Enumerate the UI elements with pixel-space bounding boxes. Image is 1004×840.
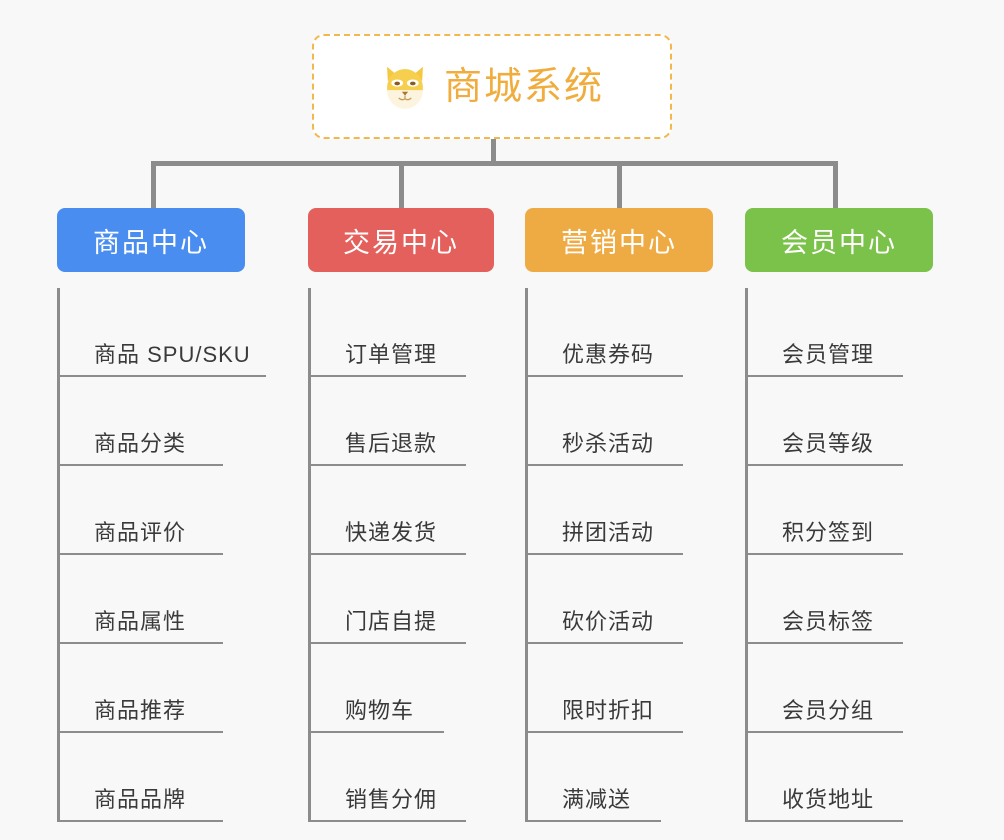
category-label: 营销中心: [561, 227, 677, 258]
leaf-list-member-center: 会员管理 会员等级 积分签到 会员标签 会员分组 收货地址: [745, 288, 965, 822]
leaf-item-label: 积分签到: [782, 520, 875, 545]
leaf-item[interactable]: 商品属性: [60, 555, 223, 644]
category-column-member-center: 会员中心 会员管理 会员等级 积分签到 会员标签 会员分组 收货地址: [745, 208, 965, 822]
leaf-item-label: 门店自提: [345, 609, 438, 634]
connector-drop-member-center: [833, 161, 838, 209]
leaf-list-product-center: 商品 SPU/SKU 商品分类 商品评价 商品属性 商品推荐 商品品牌: [57, 288, 277, 822]
leaf-item[interactable]: 订单管理: [311, 288, 466, 377]
category-column-trade-center: 交易中心 订单管理 售后退款 快递发货 门店自提 购物车 销售分佣: [308, 208, 528, 822]
leaf-item-label: 商品分类: [94, 431, 187, 456]
leaf-item-label: 满减送: [562, 787, 632, 812]
category-label: 商品中心: [93, 227, 209, 258]
leaf-item[interactable]: 商品推荐: [60, 644, 223, 733]
leaf-item-label: 销售分佣: [345, 787, 438, 812]
leaf-item[interactable]: 商品评价: [60, 466, 223, 555]
leaf-item-label: 会员等级: [782, 431, 875, 456]
connector-drop-marketing-center: [617, 161, 622, 209]
category-header-trade-center[interactable]: 交易中心: [308, 208, 494, 272]
leaf-item[interactable]: 拼团活动: [528, 466, 683, 555]
leaf-list-trade-center: 订单管理 售后退款 快递发货 门店自提 购物车 销售分佣: [308, 288, 528, 822]
leaf-item[interactable]: 秒杀活动: [528, 377, 683, 466]
leaf-item[interactable]: 积分签到: [748, 466, 903, 555]
leaf-item[interactable]: 商品品牌: [60, 733, 223, 822]
category-header-member-center[interactable]: 会员中心: [745, 208, 933, 272]
leaf-item[interactable]: 会员管理: [748, 288, 903, 377]
category-header-product-center[interactable]: 商品中心: [57, 208, 245, 272]
leaf-item[interactable]: 商品 SPU/SKU: [60, 288, 266, 377]
leaf-item[interactable]: 商品分类: [60, 377, 223, 466]
category-label: 会员中心: [781, 227, 897, 258]
connector-drop-product-center: [151, 161, 156, 209]
leaf-item[interactable]: 优惠券码: [528, 288, 683, 377]
leaf-item[interactable]: 快递发货: [311, 466, 466, 555]
leaf-item-label: 快递发货: [345, 520, 438, 545]
leaf-item-label: 商品 SPU/SKU: [94, 342, 251, 367]
leaf-item-label: 商品属性: [94, 609, 187, 634]
leaf-item[interactable]: 会员分组: [748, 644, 903, 733]
leaf-item-label: 商品品牌: [94, 787, 187, 812]
leaf-item[interactable]: 会员等级: [748, 377, 903, 466]
leaf-item-label: 会员管理: [782, 342, 875, 367]
category-column-marketing-center: 营销中心 优惠券码 秒杀活动 拼团活动 砍价活动 限时折扣 满减送: [525, 208, 745, 822]
leaf-item[interactable]: 会员标签: [748, 555, 903, 644]
category-label: 交易中心: [343, 227, 459, 258]
leaf-item-label: 限时折扣: [562, 698, 655, 723]
root-node-label: 商城系统: [443, 65, 604, 108]
category-header-marketing-center[interactable]: 营销中心: [525, 208, 713, 272]
leaf-item-label: 会员标签: [782, 609, 875, 634]
leaf-item[interactable]: 砍价活动: [528, 555, 683, 644]
connector-drop-trade-center: [399, 161, 404, 209]
root-node-mall-system[interactable]: 商城系统: [312, 34, 672, 139]
leaf-item[interactable]: 购物车: [311, 644, 444, 733]
leaf-item-label: 订单管理: [345, 342, 438, 367]
leaf-item-label: 秒杀活动: [562, 431, 655, 456]
dog-face-icon: [387, 66, 423, 109]
leaf-item[interactable]: 售后退款: [311, 377, 466, 466]
leaf-item-label: 商品推荐: [94, 698, 187, 723]
leaf-item[interactable]: 销售分佣: [311, 733, 466, 822]
leaf-item[interactable]: 收货地址: [748, 733, 903, 822]
leaf-item-label: 售后退款: [345, 431, 438, 456]
leaf-item-label: 会员分组: [782, 698, 875, 723]
leaf-item-label: 商品评价: [94, 520, 187, 545]
leaf-item[interactable]: 门店自提: [311, 555, 466, 644]
leaf-item-label: 拼团活动: [562, 520, 655, 545]
leaf-item-label: 优惠券码: [562, 342, 655, 367]
leaf-item-label: 购物车: [345, 698, 415, 723]
leaf-item[interactable]: 限时折扣: [528, 644, 683, 733]
leaf-item-label: 收货地址: [782, 787, 875, 812]
connector-horizontal-bus: [151, 161, 837, 166]
connector-root-stem: [491, 139, 496, 163]
leaf-list-marketing-center: 优惠券码 秒杀活动 拼团活动 砍价活动 限时折扣 满减送: [525, 288, 745, 822]
leaf-item-label: 砍价活动: [562, 609, 655, 634]
category-column-product-center: 商品中心 商品 SPU/SKU 商品分类 商品评价 商品属性 商品推荐 商品品牌: [57, 208, 277, 822]
leaf-item[interactable]: 满减送: [528, 733, 661, 822]
